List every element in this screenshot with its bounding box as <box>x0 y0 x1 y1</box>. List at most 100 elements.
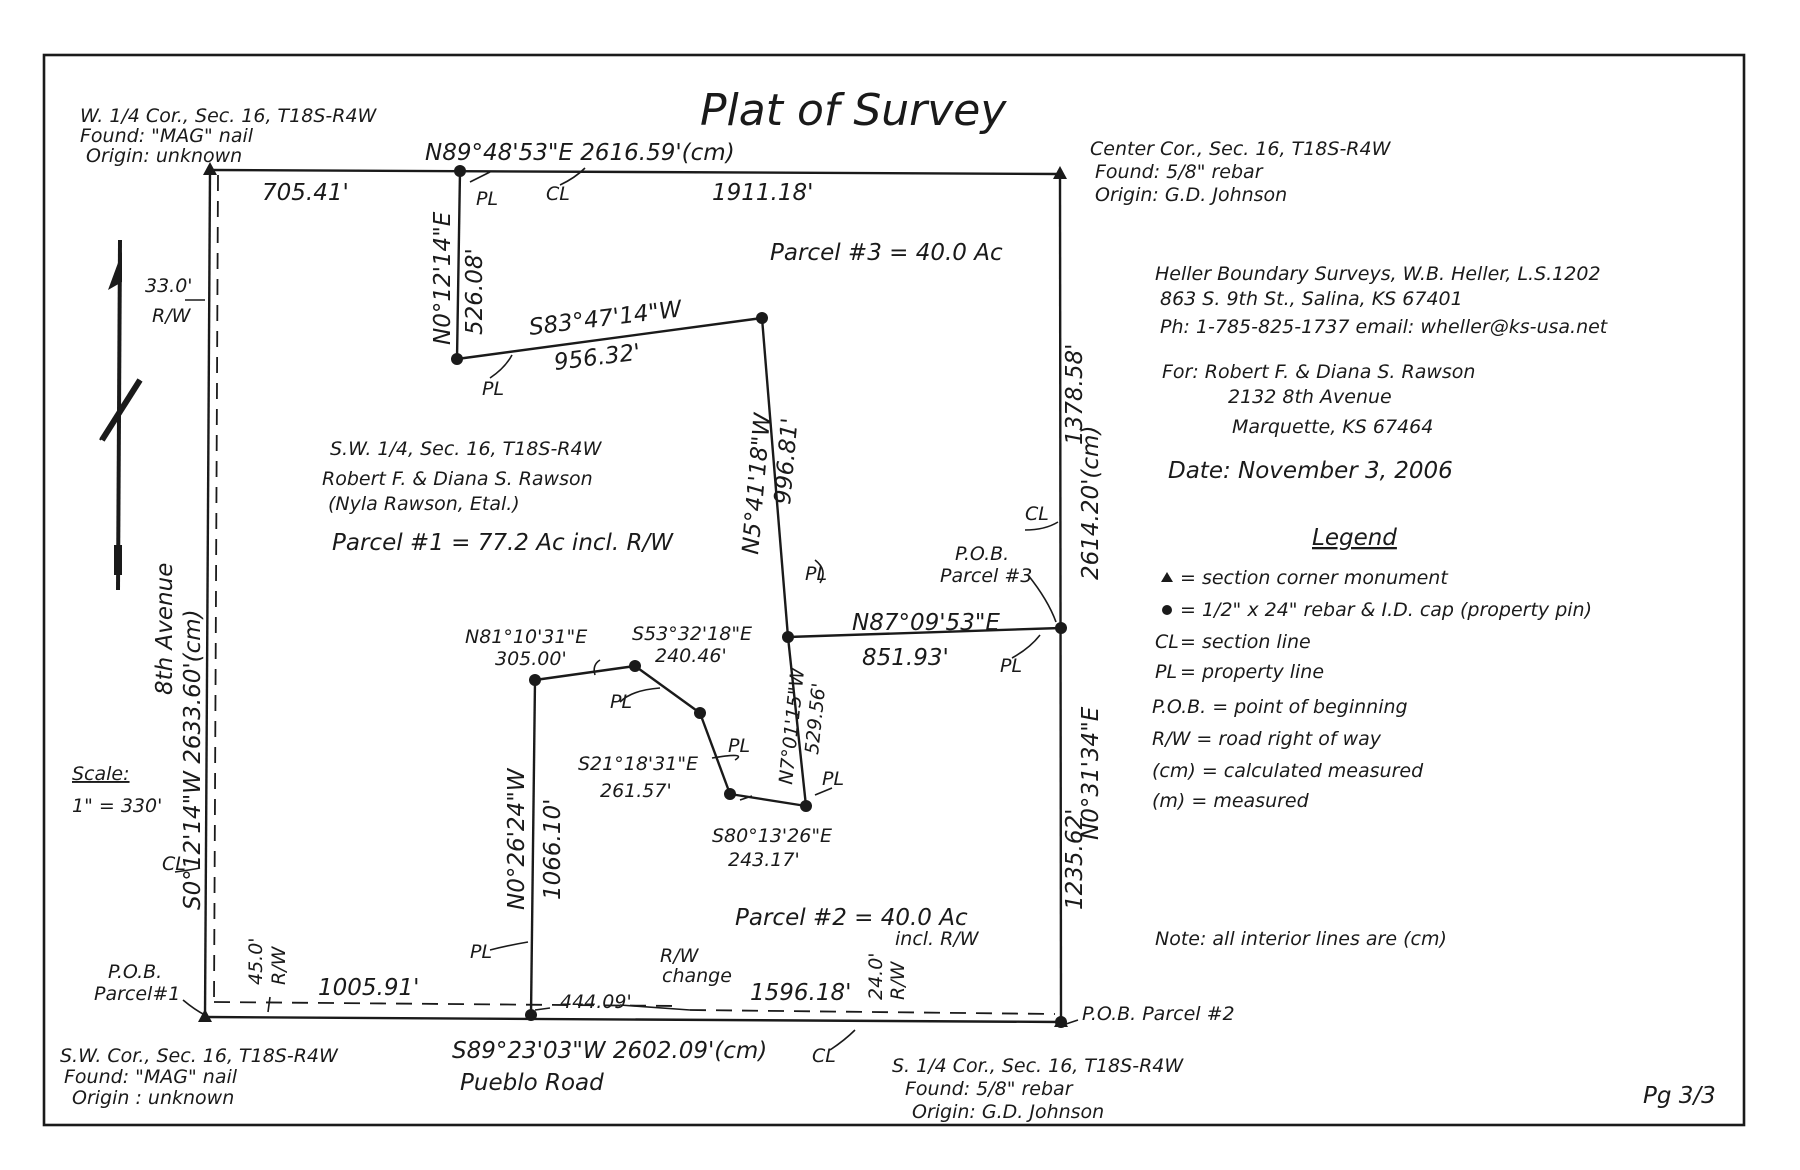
p2-north-bearing: N87°09'53"E <box>852 610 1000 636</box>
svg-text:Ph: 1-785-825-1737 email: whel: Ph: 1-785-825-1737 email: wheller@ks-usa… <box>1160 316 1609 338</box>
scale-value: 1" = 330' <box>72 795 162 817</box>
parcel-1-label: Parcel #1 = 77.2 Ac incl. R/W <box>332 530 674 556</box>
legend-monument-icon <box>1161 572 1173 582</box>
p2-west-dist: 1066.10' <box>540 799 566 900</box>
p2-c2-line <box>634 665 701 714</box>
p2-c3-line <box>698 712 732 795</box>
south-dist-444: 444.09' <box>560 991 632 1013</box>
road-8th-avenue: 8th Avenue <box>152 563 178 695</box>
east-boundary <box>1058 173 1063 1023</box>
west-rw-label: R/W <box>152 305 192 327</box>
south-rw-dist: 45.0' <box>245 937 267 985</box>
svg-text:S. 1/4 Cor., Sec. 16, T18S-R4W: S. 1/4 Cor., Sec. 16, T18S-R4W <box>892 1055 1184 1077</box>
svg-text:= property line: = property line <box>1180 661 1324 683</box>
p3-south-pl: PL <box>482 378 504 400</box>
nw-corner-note: W. 1/4 Cor., Sec. 16, T18S-R4W Found: "M… <box>80 105 378 167</box>
svg-text:Origin : unknown: Origin : unknown <box>72 1087 234 1109</box>
c1-dist: 305.00' <box>495 648 567 670</box>
legend-pin-icon <box>1162 605 1172 615</box>
svg-text:Heller Boundary Surveys, W.B.: Heller Boundary Surveys, W.B. Heller, L.… <box>1155 263 1601 285</box>
p2-c1-line <box>534 664 636 682</box>
north-bearing: N89°48'53"E 2616.59'(cm) <box>425 140 735 166</box>
corner-monument-sw <box>198 1009 212 1022</box>
svg-text:Robert F. & Diana S. Rawson: Robert F. & Diana S. Rawson <box>322 468 593 490</box>
p2-west-bearing: N0°26'24"W <box>504 767 530 910</box>
pob-parcel-2: P.O.B. Parcel #2 <box>1082 1003 1235 1025</box>
svg-text:S.W. 1/4, Sec. 16, T18S-R4W: S.W. 1/4, Sec. 16, T18S-R4W <box>330 438 603 460</box>
west-rw-dist: 33.0' <box>145 275 193 297</box>
surveyor-block: Heller Boundary Surveys, W.B. Heller, L.… <box>1155 263 1609 338</box>
p3-east-bearing: N5°41'18"W <box>738 411 776 555</box>
pin-p3-pob <box>1055 622 1067 634</box>
rw-change-2: change <box>662 965 732 987</box>
p2-west-line <box>529 679 537 1016</box>
pin-c2 <box>629 660 641 672</box>
svg-text:Center Cor., Sec. 16, T18S-R4W: Center Cor., Sec. 16, T18S-R4W <box>1090 138 1392 160</box>
scale-label: Scale: <box>72 763 130 785</box>
svg-text:Found: "MAG" nail: Found: "MAG" nail <box>80 125 254 147</box>
se-corner-note: S. 1/4 Cor., Sec. 16, T18S-R4W Found: 5/… <box>892 1055 1184 1123</box>
south-boundary <box>204 1015 1062 1024</box>
svg-text:Found: "MAG" nail: Found: "MAG" nail <box>64 1066 238 1088</box>
p3-west-line <box>455 170 462 360</box>
p3-south-bearing: S83°47'14"W <box>528 296 685 341</box>
parcel-2-label: Parcel #2 = 40.0 Ac <box>735 905 968 931</box>
south-dist-1005: 1005.91' <box>318 975 419 1001</box>
legend: Legend = section corner monument = 1/2" … <box>1152 525 1592 812</box>
parcel-3-label: Parcel #3 = 40.0 Ac <box>770 240 1003 266</box>
svg-text:W. 1/4 Cor., Sec. 16, T18S-R4W: W. 1/4 Cor., Sec. 16, T18S-R4W <box>80 105 378 127</box>
pob-parcel-3-a: P.O.B. <box>955 543 1009 565</box>
south-dist-1596: 1596.18' <box>750 980 851 1006</box>
p2-inner-line <box>786 636 808 807</box>
p2-north-line <box>787 626 1062 639</box>
west-cl: CL <box>162 853 186 875</box>
pob-parcel-3-b: Parcel #3 <box>940 565 1032 587</box>
svg-text:Origin: unknown: Origin: unknown <box>86 145 242 167</box>
road-pueblo: Pueblo Road <box>460 1070 604 1096</box>
p2-north-pl: PL <box>1000 655 1022 677</box>
pin-p2-pob <box>1055 1016 1067 1028</box>
p2-c4-line <box>729 792 807 808</box>
east-bearing: N0°31'34"E <box>1078 706 1104 840</box>
pin-p3-ne <box>756 312 768 324</box>
svg-text:= 1/2" x 24" rebar & I.D. cap: = 1/2" x 24" rebar & I.D. cap (property … <box>1180 599 1592 621</box>
corner-monument-nw <box>203 162 217 175</box>
c2-dist: 240.46' <box>655 645 727 667</box>
pin-c4 <box>724 788 736 800</box>
pin-p3-nw <box>454 165 466 177</box>
c2-bearing: S53°32'18"E <box>632 623 752 645</box>
legend-cl-icon: CL <box>1155 631 1179 653</box>
pin-c3 <box>694 707 706 719</box>
svg-text:Origin: G.D. Johnson: Origin: G.D. Johnson <box>912 1101 1104 1123</box>
p3-east-line <box>760 317 790 638</box>
p3-west-bearing: N0°12'14"E <box>430 211 456 345</box>
client-block: For: Robert F. & Diana S. Rawson 2132 8t… <box>1162 361 1475 438</box>
p3-west-dist: 526.08' <box>462 248 488 335</box>
east-full-dist: 2614.20'(cm) <box>1078 426 1104 580</box>
sheet-border <box>42 53 1746 1127</box>
west-boundary <box>203 169 212 1018</box>
c3-bearing: S21°18'31"E <box>578 753 698 775</box>
corner-monument-ne <box>1053 166 1067 179</box>
c1-bearing: N81°10'31"E <box>465 626 587 648</box>
south-bearing: S89°23'03"W 2602.09'(cm) <box>452 1038 767 1064</box>
p2-inner-pl: PL <box>822 768 844 790</box>
note: Note: all interior lines are (cm) <box>1155 928 1447 950</box>
se-rw-label: R/W <box>887 960 909 1000</box>
svg-text:For: Robert F. & Diana S. Raws: For: Robert F. & Diana S. Rawson <box>1162 361 1475 383</box>
p3-south-line <box>456 316 763 361</box>
survey-date: Date: November 3, 2006 <box>1168 458 1453 484</box>
west-bearing: S0°12'14"W 2633.60'(cm) <box>180 609 206 910</box>
svg-text:2132 8th Avenue: 2132 8th Avenue <box>1228 386 1392 408</box>
east-lower-dist: 1235.62' <box>1062 809 1088 910</box>
legend-title: Legend <box>1312 525 1397 551</box>
north-dist-1911: 1911.18' <box>712 180 813 206</box>
north-boundary <box>209 168 1061 176</box>
svg-text:S.W. Cor., Sec. 16, T18S-R4W: S.W. Cor., Sec. 16, T18S-R4W <box>60 1045 339 1067</box>
page-title: Plat of Survey <box>700 85 1007 136</box>
svg-text:Origin: G.D. Johnson: Origin: G.D. Johnson <box>1095 184 1287 206</box>
sw-corner-note: S.W. Cor., Sec. 16, T18S-R4W Found: "MAG… <box>60 1045 339 1109</box>
south-rw-line-east <box>689 1009 1056 1015</box>
svg-text:Found: 5/8" rebar: Found: 5/8" rebar <box>1095 161 1264 183</box>
